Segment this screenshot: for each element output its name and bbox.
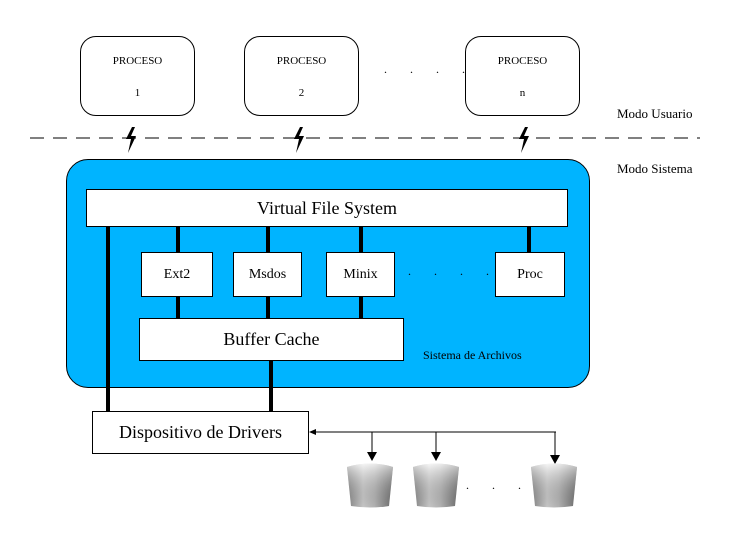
user-mode-label: Modo Usuario	[617, 106, 693, 121]
vfs-ext2-line	[176, 226, 180, 254]
vfs-to-drivers-line	[106, 226, 110, 411]
arrow-head-icon	[550, 455, 560, 464]
arrow-head-icon	[431, 452, 441, 461]
device-drivers-box: Dispositivo de Drivers	[92, 411, 309, 454]
vfs-msdos-line	[266, 226, 270, 254]
disk-icon	[347, 463, 393, 508]
vfs-minix-line	[359, 226, 363, 254]
disk-ellipsis: . . . .	[466, 478, 557, 492]
system-mode-label: Modo Sistema	[617, 161, 693, 176]
fs-box-minix: Minix	[326, 252, 395, 297]
virtual-file-system-box: Virtual File System	[86, 189, 568, 227]
fs-box-ext2: Ext2	[141, 252, 213, 297]
process-ellipsis: . . . .	[384, 62, 475, 76]
fs-label: Ext2	[163, 266, 191, 282]
process-id: 1	[134, 87, 141, 99]
process-box-n: PROCESO n	[465, 36, 580, 116]
vfs-label: Virtual File System	[257, 197, 397, 218]
fs-label: Proc	[517, 266, 543, 282]
syscall-bolt-icon	[519, 127, 529, 153]
vfs-proc-line	[527, 226, 531, 254]
ext2-cache-line	[176, 296, 180, 318]
syscall-bolt-icon	[294, 127, 304, 153]
arrow-head-icon	[367, 452, 377, 461]
process-title: PROCESO	[112, 55, 163, 67]
buffer-cache-box: Buffer Cache	[139, 318, 404, 361]
buffer-cache-label: Buffer Cache	[223, 329, 320, 349]
process-box-1: PROCESO 1	[80, 36, 195, 116]
fs-label: Msdos	[248, 266, 287, 282]
process-box-2: PROCESO 2	[244, 36, 359, 116]
syscall-bolt-icon	[126, 127, 136, 153]
process-id: 2	[298, 87, 305, 99]
process-title: PROCESO	[276, 55, 327, 67]
minix-cache-line	[359, 296, 363, 318]
fs-label: Minix	[343, 266, 378, 282]
file-system-label: Sistema de Archivos	[423, 348, 522, 362]
msdos-cache-line	[266, 296, 270, 318]
drivers-label: Dispositivo de Drivers	[119, 422, 282, 442]
disk-icon	[413, 463, 459, 508]
fs-box-proc: Proc	[495, 252, 565, 297]
arrow-head-icon	[309, 429, 316, 435]
process-title: PROCESO	[497, 55, 548, 67]
fs-box-msdos: Msdos	[233, 252, 302, 297]
process-id: n	[519, 87, 526, 99]
fs-ellipsis: . . . .	[408, 264, 499, 278]
disk-icon	[531, 463, 577, 508]
cache-to-drivers-line	[269, 360, 273, 411]
